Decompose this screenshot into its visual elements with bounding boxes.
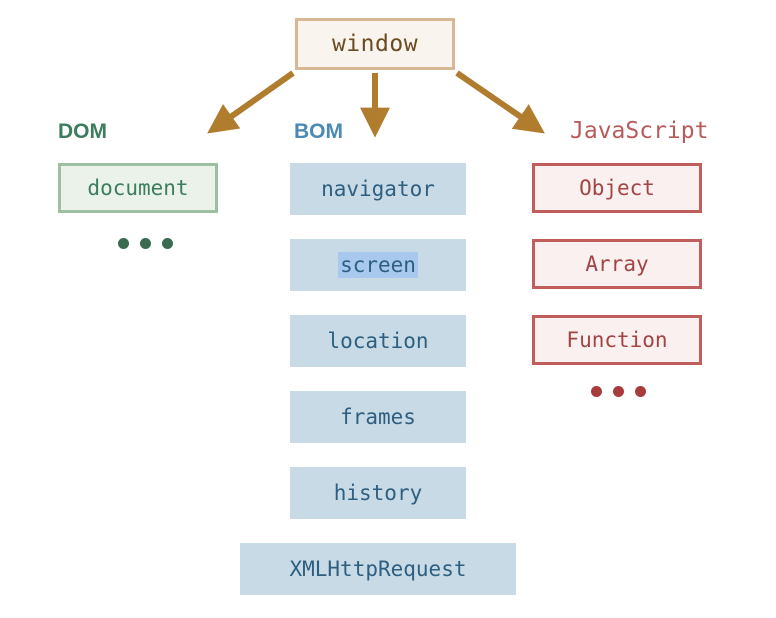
- arrow-window-to-dom: [207, 70, 295, 134]
- column-header-bom: BOM: [294, 120, 343, 143]
- column-header-dom: DOM: [58, 120, 107, 143]
- node-navigator[interactable]: navigator: [290, 163, 466, 215]
- node-xmlhttprequest[interactable]: XMLHttpRequest: [240, 543, 516, 595]
- node-screen[interactable]: screen: [290, 239, 466, 291]
- ellipsis-dot: [613, 386, 624, 397]
- arrow-window-to-javascript: [455, 70, 545, 134]
- node-function-label: Function: [566, 328, 668, 352]
- ellipsis-dot: [118, 238, 129, 249]
- column-header-javascript: JavaScript: [570, 118, 709, 144]
- node-history[interactable]: history: [290, 467, 466, 519]
- node-frames[interactable]: frames: [290, 391, 466, 443]
- ellipsis-dot: [635, 386, 646, 397]
- dom-ellipsis-icon: [118, 238, 173, 249]
- node-object[interactable]: Object: [532, 163, 702, 213]
- ellipsis-dot: [140, 238, 151, 249]
- node-location[interactable]: location: [290, 315, 466, 367]
- ellipsis-dot: [591, 386, 602, 397]
- node-document-label: document: [87, 176, 189, 200]
- node-window[interactable]: window: [295, 18, 455, 70]
- node-navigator-label: navigator: [321, 177, 435, 201]
- node-screen-label: screen: [338, 252, 418, 278]
- node-location-label: location: [327, 329, 429, 353]
- node-array-label: Array: [585, 252, 649, 276]
- ellipsis-dot: [162, 238, 173, 249]
- javascript-ellipsis-icon: [591, 386, 646, 397]
- node-xmlhttprequest-label: XMLHttpRequest: [289, 557, 467, 581]
- node-window-label: window: [331, 31, 419, 57]
- node-array[interactable]: Array: [532, 239, 702, 289]
- node-object-label: Object: [579, 176, 655, 200]
- node-function[interactable]: Function: [532, 315, 702, 365]
- node-history-label: history: [333, 481, 423, 505]
- node-document[interactable]: document: [58, 163, 218, 213]
- node-frames-label: frames: [340, 405, 416, 429]
